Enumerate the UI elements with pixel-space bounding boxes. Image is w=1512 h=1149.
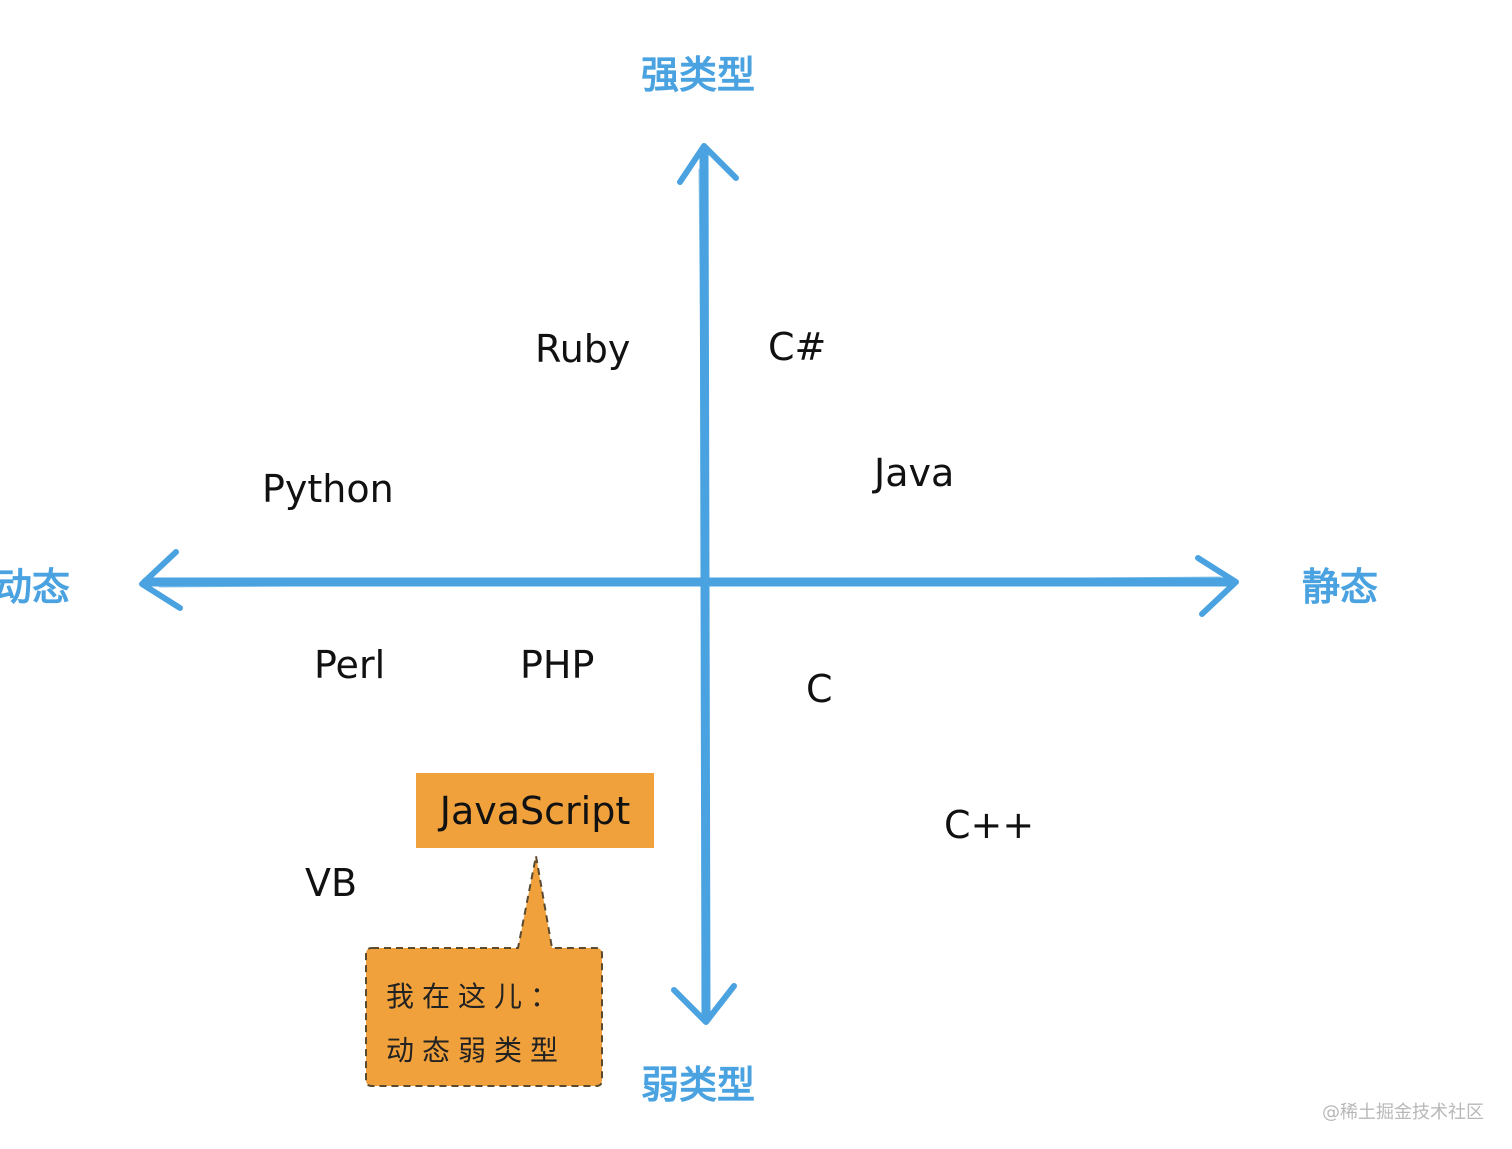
right-arrowhead-icon: [1195, 555, 1239, 617]
top-arrowhead-icon: [677, 143, 739, 185]
language-perl: Perl: [314, 643, 386, 687]
language-c: C: [806, 667, 833, 711]
axis-label-strong-typed: 强类型: [641, 53, 756, 97]
language-cpp: C++: [944, 803, 1035, 847]
left-arrowhead-icon: [139, 549, 183, 611]
axis-label-weak-typed: 弱类型: [641, 1063, 756, 1107]
language-javascript: JavaScript: [439, 788, 631, 833]
callout-line-2: 动态弱类型: [386, 1034, 567, 1067]
axis-label-dynamic: 动态: [0, 565, 71, 609]
watermark: @稀土掘金技术社区: [1322, 1102, 1484, 1123]
callout-bubble-shape: [365, 855, 603, 1087]
language-ruby: Ruby: [535, 327, 631, 371]
bottom-arrowhead-icon: [671, 983, 737, 1025]
language-csharp: C#: [768, 325, 827, 369]
language-php: PHP: [520, 643, 595, 687]
language-vb: VB: [305, 861, 358, 905]
axis-label-static: 静态: [1302, 565, 1379, 609]
language-java: Java: [874, 451, 955, 495]
callout-line-1: 我在这儿：: [386, 980, 567, 1013]
javascript-highlight-box: JavaScript: [416, 773, 654, 848]
language-python: Python: [262, 467, 394, 511]
callout-text: 我在这儿： 动态弱类型: [386, 970, 586, 1078]
